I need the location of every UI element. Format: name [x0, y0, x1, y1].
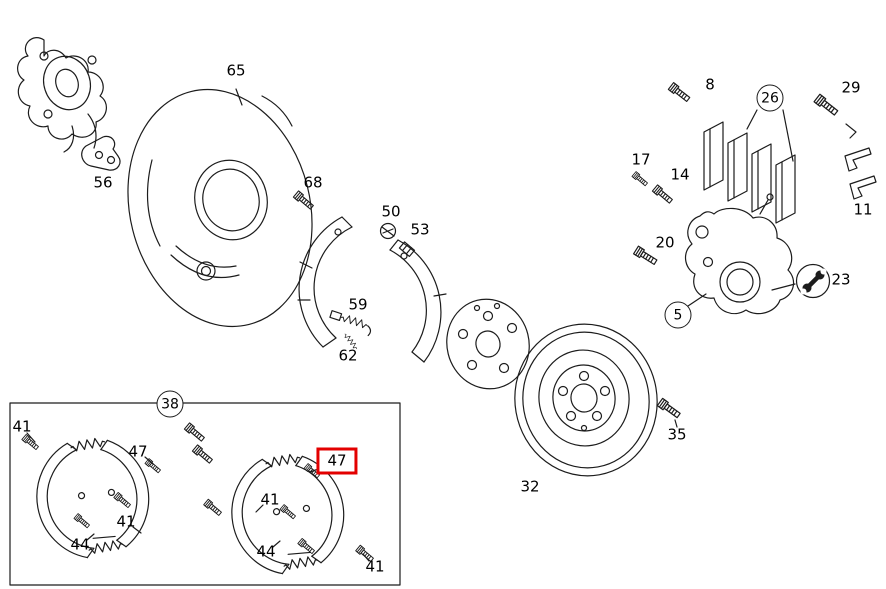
adjuster-strut-59: [329, 310, 372, 337]
part-label-62[interactable]: 62: [338, 346, 358, 365]
balloon-callout-5[interactable]: 5: [664, 301, 692, 329]
part-label-41[interactable]: 41: [12, 417, 32, 436]
part-label-47[interactable]: 47: [128, 442, 148, 461]
steering-knuckle-56: [17, 37, 121, 171]
part-label-41-4[interactable]: 41: [365, 557, 385, 576]
adjuster-parts-53: [379, 222, 416, 258]
brake-disc-32: [514, 323, 658, 477]
part-label-53[interactable]: 53: [410, 220, 430, 239]
balloon-callout-26[interactable]: 26: [756, 84, 784, 112]
part-label-20[interactable]: 20: [655, 233, 675, 252]
parking-brake-shoes-50: [297, 216, 447, 363]
part-label-56[interactable]: 56: [93, 173, 113, 192]
part-label-23[interactable]: 23: [831, 270, 851, 289]
backing-plate-65: [127, 88, 313, 328]
part-label-68[interactable]: 68: [303, 173, 323, 192]
part-label-35[interactable]: 35: [667, 425, 687, 444]
part-label-8[interactable]: 8: [705, 75, 715, 94]
part-label-59[interactable]: 59: [348, 295, 368, 314]
part-label-11[interactable]: 11: [853, 200, 873, 219]
part-label-41-2[interactable]: 41: [260, 490, 280, 509]
part-label-41-3[interactable]: 41: [116, 512, 136, 531]
part-label-44-2[interactable]: 44: [256, 542, 276, 561]
part-label-47-highlighted[interactable]: 47: [316, 447, 358, 475]
part-label-32[interactable]: 32: [520, 477, 540, 496]
retaining-clips-11: [844, 147, 877, 200]
hub-flange: [446, 298, 530, 390]
pin-clip-29: [845, 123, 857, 139]
part-label-50[interactable]: 50: [381, 202, 401, 221]
shoe-kit-box-38: [9, 402, 401, 586]
wrench-icon[interactable]: [795, 263, 831, 299]
part-label-17[interactable]: 17: [631, 150, 651, 169]
part-label-29[interactable]: 29: [841, 78, 861, 97]
part-label-14[interactable]: 14: [670, 165, 690, 184]
part-label-44[interactable]: 44: [70, 535, 90, 554]
part-label-65[interactable]: 65: [226, 61, 246, 80]
brake-caliper-body: [685, 193, 795, 315]
leader-lines: [26, 109, 796, 562]
balloon-callout-38[interactable]: 38: [156, 390, 184, 418]
